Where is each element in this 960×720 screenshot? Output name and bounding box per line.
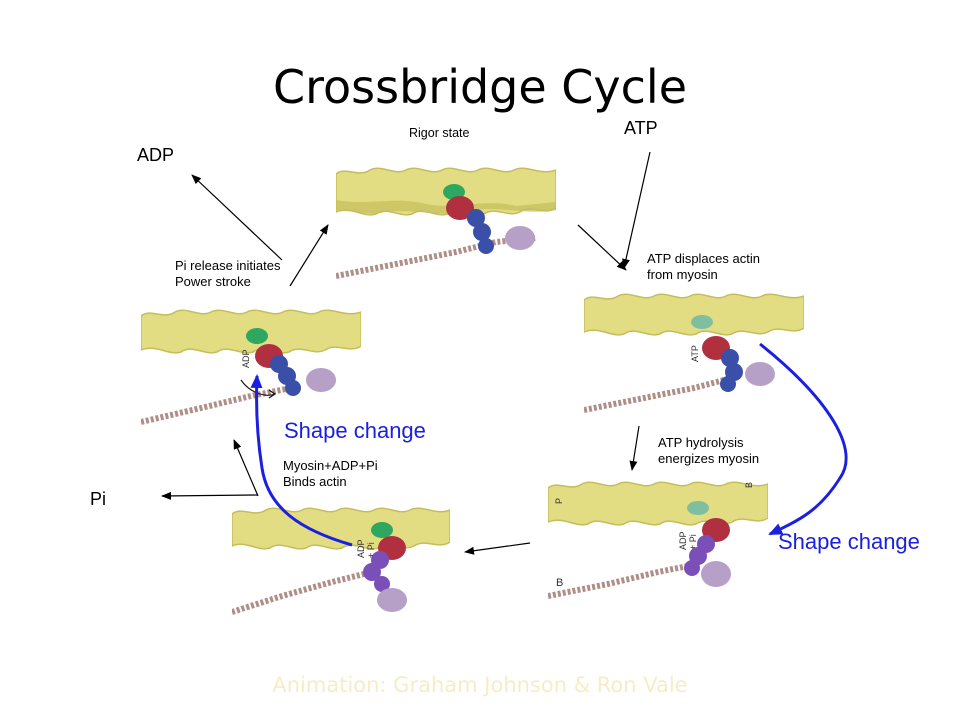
- atp-displaces-line-1: ATP displaces actin: [647, 251, 760, 266]
- arrow-hydrolysis-to-binding: [464, 542, 531, 555]
- binds-actin-line-2: Binds actin: [283, 474, 347, 489]
- pi-release-line-2: Power stroke: [175, 274, 251, 289]
- arrow-atp-in: [622, 151, 651, 269]
- pi-release-label: Pi release initiates Power stroke: [175, 258, 281, 290]
- atp-displaces-line-2: from myosin: [647, 267, 718, 282]
- atp-hydrolysis-line-2: energizes myosin: [658, 451, 760, 466]
- b-image-label-bottom: B: [556, 577, 563, 589]
- arrow-to-pi: [161, 491, 259, 500]
- atp-image-label: ATP: [690, 345, 700, 362]
- adp-pi-label-bottom-1: ADP: [356, 539, 366, 558]
- shape-change-right-label: Shape change: [778, 529, 920, 554]
- binds-actin-image: ADP + Pi: [232, 507, 450, 615]
- arrow-pi-release: [233, 439, 259, 497]
- binds-actin-line-1: Myosin+ADP+Pi: [283, 458, 378, 473]
- rigor-state-label: Rigor state: [409, 126, 470, 140]
- atp-displaces-label: ATP displaces actin from myosin: [647, 251, 760, 283]
- shape-change-right-arrow: [759, 342, 848, 536]
- atp-hydrolysis-label: ATP hydrolysis energizes myosin: [658, 435, 759, 467]
- b-image-label-top: B: [744, 482, 754, 488]
- shape-change-left-label: Shape change: [284, 418, 426, 443]
- atp-displaces-image: ATP: [584, 293, 804, 413]
- atp-hydrolysis-line-1: ATP hydrolysis: [658, 435, 744, 450]
- arrow-to-adp: [191, 174, 283, 261]
- adp-label: ADP: [137, 145, 175, 165]
- power-stroke-image: ADP: [141, 309, 361, 425]
- shape-change-left-arrow: [250, 374, 353, 547]
- atp-label: ATP: [624, 118, 658, 138]
- adp-pi-label-right-2: + Pi: [688, 534, 698, 550]
- p-image-label: P: [554, 498, 564, 504]
- animation-credit: Animation: Graham Johnson & Ron Vale: [272, 673, 688, 697]
- adp-pi-label-bottom-2: + Pi: [366, 542, 376, 558]
- arrow-atp-displaces-to-hydrolysis: [629, 425, 640, 471]
- pi-label: Pi: [90, 489, 107, 509]
- adp-pi-label-right-1: ADP: [678, 531, 688, 550]
- pi-release-line-1: Pi release initiates: [175, 258, 281, 273]
- atp-hydrolysis-image: P B B ADP + Pi: [548, 481, 768, 599]
- arrow-to-rigor-state: [289, 224, 329, 287]
- adp-image-label: ADP: [241, 349, 251, 368]
- arrow-rigor-to-atp-displaces: [577, 224, 627, 271]
- page-title: Crossbridge Cycle: [272, 60, 688, 114]
- rigor-state-image: [336, 167, 556, 279]
- binds-actin-label: Myosin+ADP+Pi Binds actin: [283, 458, 378, 490]
